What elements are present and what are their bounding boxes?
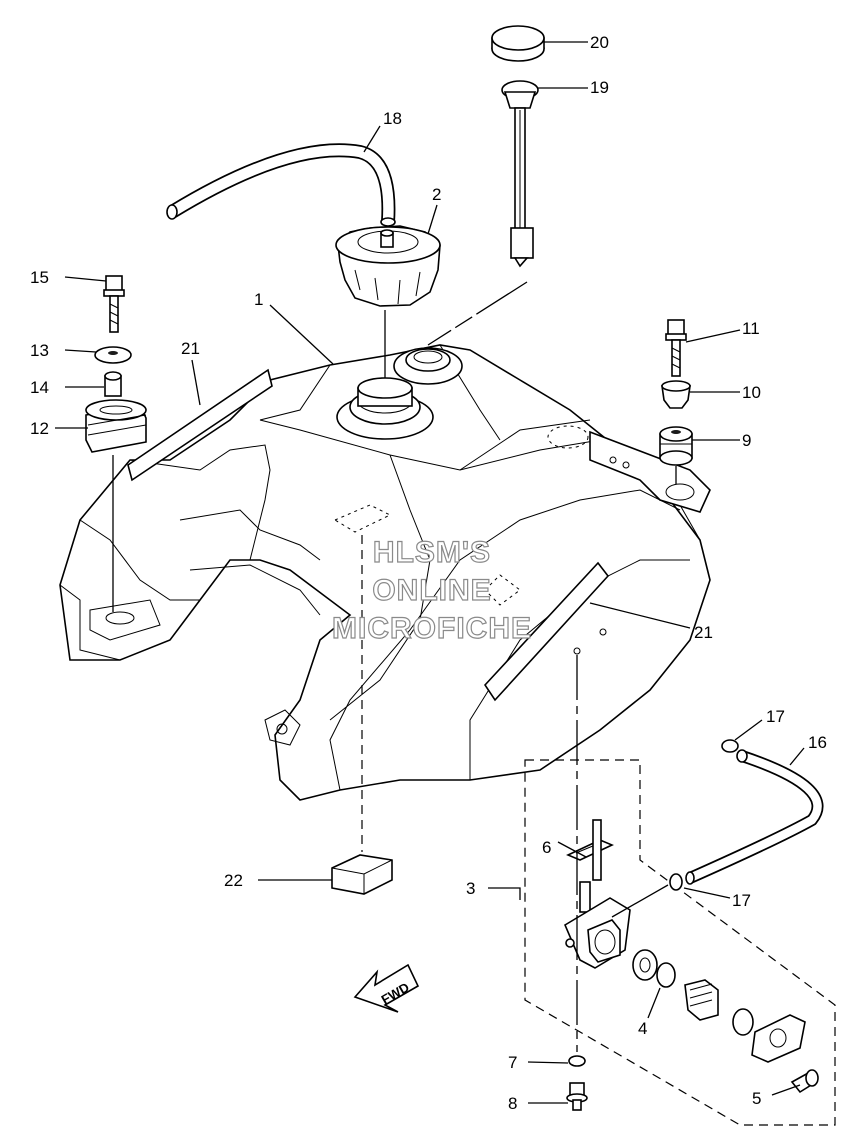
- callout-14: 14: [30, 378, 49, 397]
- callout-10: 10: [742, 383, 761, 402]
- callout-16: 16: [808, 733, 827, 752]
- fuel-cock-assembly: [524, 655, 836, 1126]
- callout-12: 12: [30, 419, 49, 438]
- callout-5: 5: [752, 1089, 761, 1108]
- fuel-cap: [335, 225, 441, 307]
- fwd-direction-arrow: FWD: [353, 963, 420, 1013]
- callout-9: 9: [742, 431, 751, 450]
- fuel-hose: [685, 749, 824, 885]
- watermark-line-1: HLSM'S: [373, 536, 491, 569]
- callout-22: 22: [224, 871, 243, 890]
- left-mount-hardware: [85, 275, 147, 612]
- right-mount-hardware: [659, 319, 693, 484]
- callout-11: 11: [742, 319, 760, 338]
- callout-19: 19: [590, 78, 609, 97]
- fuel-gauge-rod: [501, 80, 539, 268]
- damper-strips: [127, 368, 610, 702]
- callout-20: 20: [590, 33, 609, 52]
- callout-21b: 21: [694, 623, 713, 642]
- breather-hose: [166, 143, 396, 227]
- callout-17a: 17: [766, 707, 785, 726]
- callout-4: 4: [638, 1019, 647, 1038]
- callout-numbers: 20 19 18 2 1 15 13 21 14 12 11 10 9 21 1…: [30, 33, 827, 1113]
- watermark: HLSM'S ONLINE MICROFICHE: [331, 535, 532, 645]
- callout-15: 15: [30, 268, 49, 287]
- watermark-line-2: ONLINE: [372, 574, 491, 607]
- hose-clips: [669, 739, 739, 891]
- callout-17b: 17: [732, 891, 751, 910]
- pad: [331, 854, 393, 895]
- callout-13: 13: [30, 341, 49, 360]
- callout-18: 18: [383, 109, 402, 128]
- gauge-cover: [491, 25, 545, 62]
- callout-2: 2: [432, 185, 441, 204]
- fuel-tank: [59, 344, 711, 801]
- leader-lines: [55, 41, 805, 1104]
- watermark-line-3: MICROFICHE: [332, 612, 532, 645]
- callout-3: 3: [466, 879, 475, 898]
- callout-7: 7: [508, 1053, 517, 1072]
- callout-21a: 21: [181, 339, 200, 358]
- filler-neck: [336, 347, 463, 440]
- callout-8: 8: [508, 1094, 517, 1113]
- callout-6: 6: [542, 838, 551, 857]
- callout-1: 1: [254, 290, 263, 309]
